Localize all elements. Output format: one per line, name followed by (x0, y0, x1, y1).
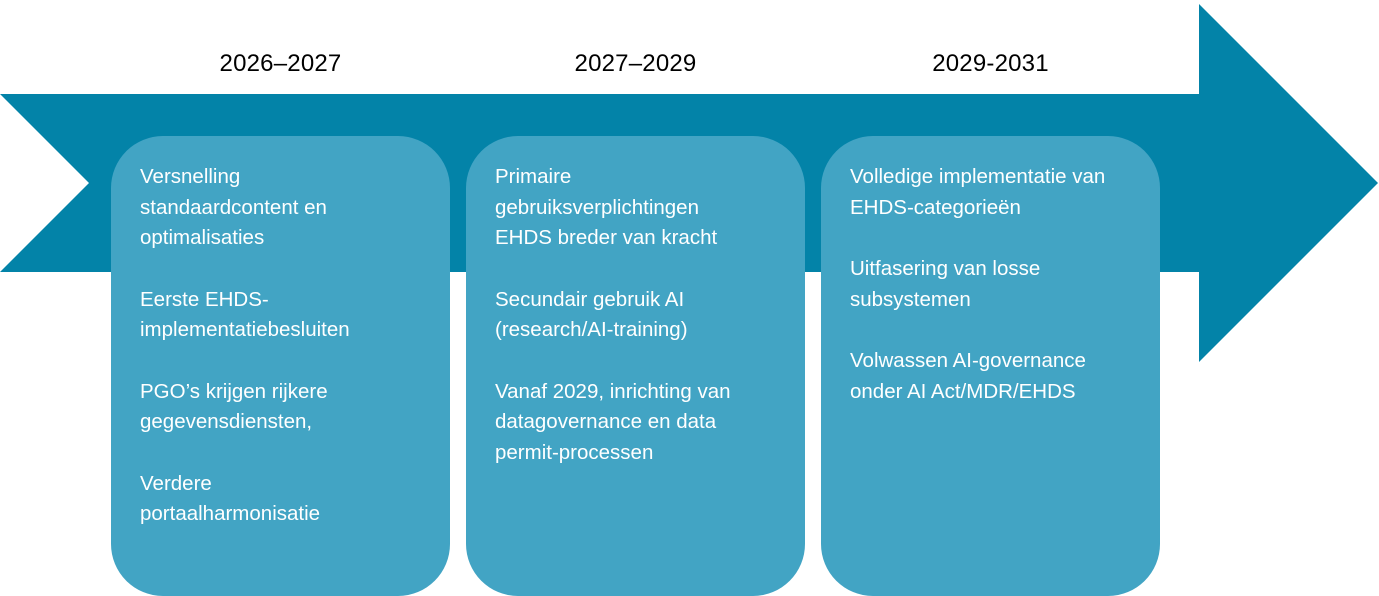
milestone-item: Verdere portaalharmonisatie (140, 471, 321, 526)
period-label-3: 2029-2031 (932, 50, 1049, 77)
milestone-item: Uitfasering van losse subsystemen (850, 257, 1041, 311)
phase-box-2027-2029: Primaire gebruiksverplichtingen EHDS bre… (466, 136, 805, 596)
milestone-item: Vanaf 2029, inrichting van datagovernanc… (495, 379, 731, 464)
milestone-item: Volwassen AI-governance onder AI Act/MDR… (850, 349, 1086, 403)
phase-box-2026-2027: Versnelling standaardcontent en optimali… (111, 136, 450, 596)
milestone-item: Eerste EHDS-implementatiebesluiten (140, 287, 350, 342)
period-label-2: 2027–2029 (574, 50, 697, 77)
phase-box-2029-2031: Volledige implementatie van EHDS-categor… (821, 136, 1160, 596)
milestone-item: Volledige implementatie van EHDS-categor… (850, 165, 1106, 219)
milestone-item: Secundair gebruik AI (research/AI-traini… (495, 287, 688, 342)
milestone-item: Versnelling standaardcontent en optimali… (140, 165, 327, 249)
milestone-item: PGO’s krijgen rijkere gegevensdiensten, (140, 379, 328, 434)
period-label-1: 2026–2027 (219, 50, 342, 77)
milestone-item: Primaire gebruiksverplichtingen EHDS bre… (495, 165, 718, 249)
